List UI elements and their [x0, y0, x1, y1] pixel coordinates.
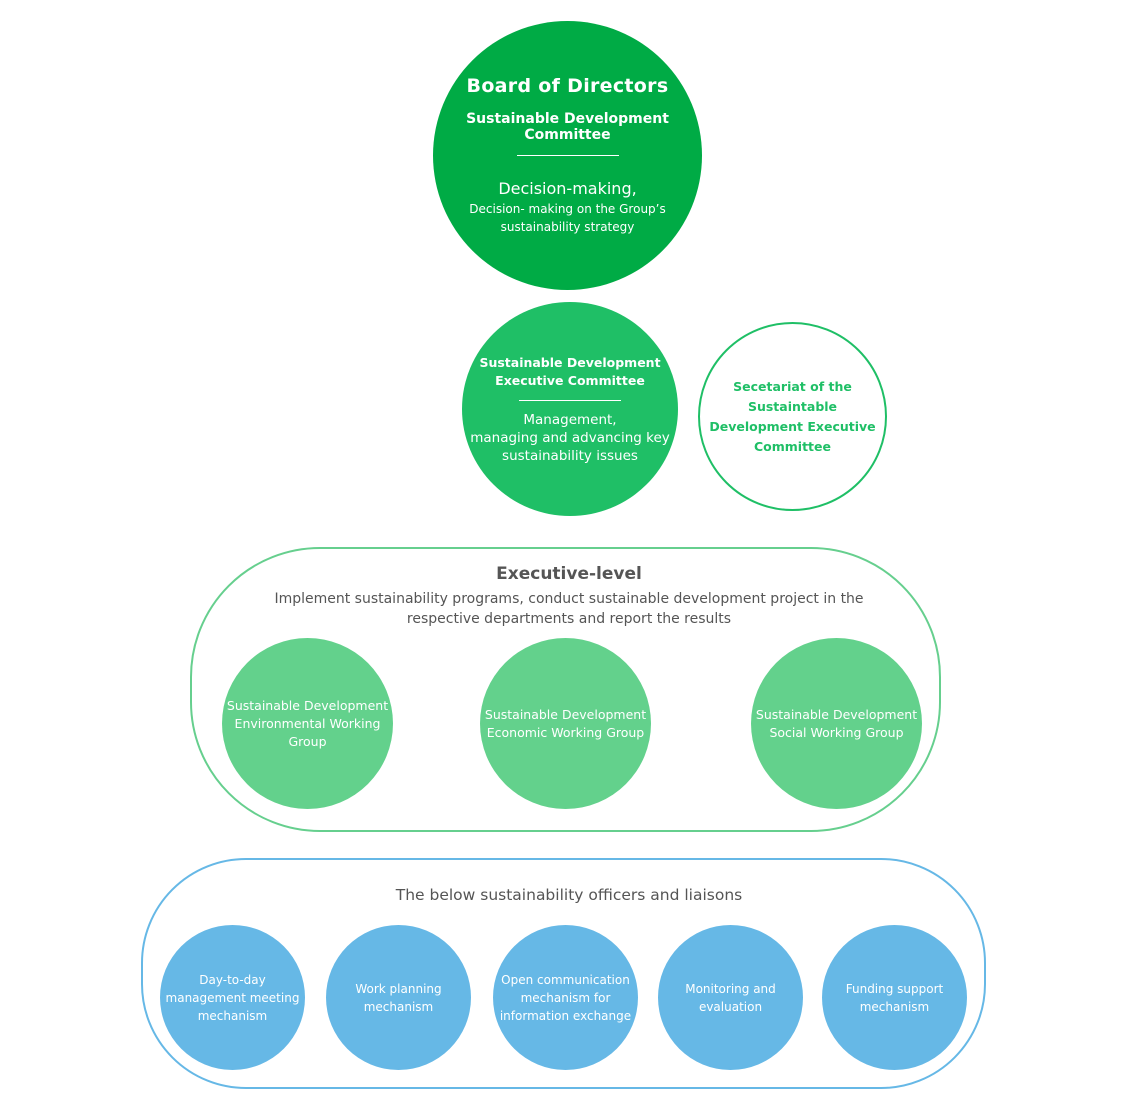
economic-working-group-node: Sustainable Development Economic Working…: [480, 638, 651, 809]
mechanism-label: Work planning mechanism: [355, 981, 442, 1014]
mechanism-node: Monitoring and evaluation: [658, 925, 803, 1070]
officers-title: The below sustainability officers and li…: [395, 886, 743, 904]
executive-committee-node: Sustainable Development Executive Commit…: [462, 302, 678, 516]
executive-committee-name: Sustainable Development Executive Commit…: [479, 354, 661, 388]
executive-committee-role: Management,: [523, 411, 617, 428]
social-working-group-node: Sustainable Development Social Working G…: [751, 638, 922, 809]
board-committee-name: Sustainable Development Committee: [466, 111, 669, 143]
board-description: Decision- making on the Group’s sustaina…: [469, 202, 666, 234]
environmental-working-group-node: Sustainable Development Environmental Wo…: [222, 638, 393, 809]
mechanism-label: Funding support mechanism: [845, 981, 944, 1014]
board-divider: [516, 155, 619, 156]
executive-committee-divider: [519, 399, 621, 401]
working-group-label: Sustainable Development Economic Working…: [484, 706, 647, 740]
executive-level-description: Implement sustainability programs, condu…: [274, 591, 864, 627]
secretariat-name: Secetariat of the Sustaintable Developme…: [709, 378, 876, 454]
executive-committee-description: managing and advancing key sustainabilit…: [470, 429, 670, 464]
executive-level-container: [190, 547, 941, 832]
board-title: Board of Directors: [466, 75, 669, 97]
mechanism-node: Work planning mechanism: [326, 925, 471, 1070]
mechanism-label: Monitoring and evaluation: [685, 981, 776, 1014]
mechanism-node: Open communication mechanism for informa…: [493, 925, 638, 1070]
executive-level-title: Executive-level: [496, 564, 642, 584]
mechanism-node: Funding support mechanism: [822, 925, 967, 1070]
board-role: Decision-making,: [498, 179, 637, 198]
mechanism-label: Day-to-day management meeting mechanism: [165, 972, 300, 1023]
secretariat-node: Secetariat of the Sustaintable Developme…: [698, 322, 887, 511]
officers-container: [141, 858, 986, 1089]
working-group-label: Sustainable Development Environmental Wo…: [226, 697, 389, 749]
working-group-label: Sustainable Development Social Working G…: [755, 706, 918, 740]
board-of-directors-node: Board of Directors Sustainable Developme…: [433, 21, 702, 290]
mechanism-label: Open communication mechanism for informa…: [499, 972, 632, 1023]
mechanism-node: Day-to-day management meeting mechanism: [160, 925, 305, 1070]
